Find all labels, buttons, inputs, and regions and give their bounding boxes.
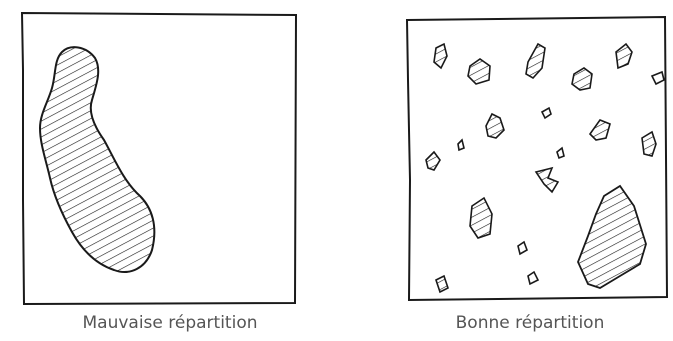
particle bbox=[458, 140, 464, 150]
particle bbox=[426, 152, 440, 170]
right-panel-caption: Bonne répartition bbox=[400, 309, 660, 337]
particle bbox=[557, 148, 564, 158]
particle bbox=[572, 68, 592, 90]
particle bbox=[542, 108, 551, 118]
particle bbox=[528, 272, 538, 284]
particle bbox=[486, 114, 504, 138]
particle bbox=[642, 132, 656, 156]
particle bbox=[518, 242, 527, 254]
particle bbox=[526, 44, 545, 78]
large-dispersed-particle bbox=[578, 186, 646, 288]
particle bbox=[436, 276, 448, 292]
left-panel bbox=[22, 13, 296, 304]
particle bbox=[434, 44, 447, 68]
right-panel bbox=[407, 17, 667, 300]
particle bbox=[468, 59, 490, 84]
particle bbox=[616, 44, 632, 68]
left-panel-caption: Mauvaise répartition bbox=[40, 309, 300, 337]
particle bbox=[652, 72, 664, 84]
particle bbox=[470, 198, 492, 238]
particle bbox=[590, 120, 610, 140]
large-clustered-particle bbox=[40, 47, 154, 272]
particle bbox=[536, 168, 558, 192]
